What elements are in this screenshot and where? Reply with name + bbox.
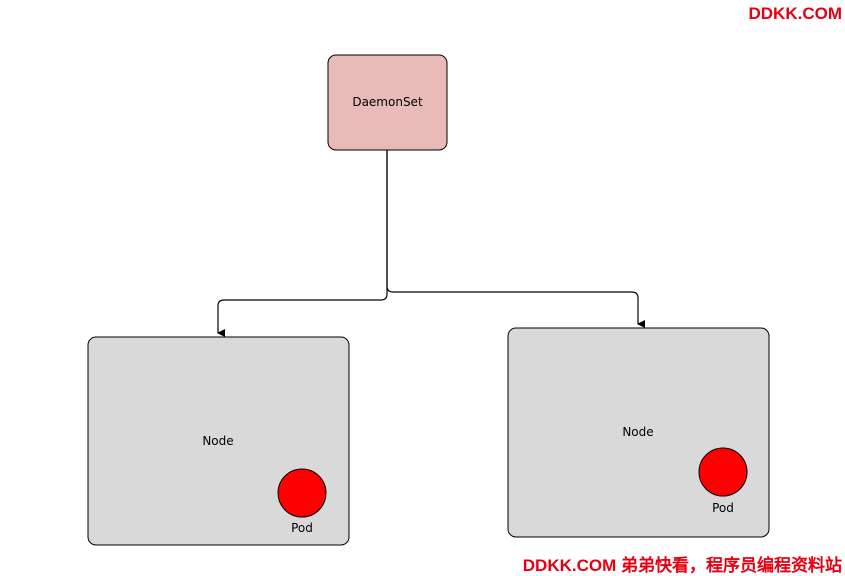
connector-right	[386, 150, 645, 328]
watermark-top: DDKK.COM	[748, 4, 843, 23]
daemonset-rect	[327, 54, 448, 151]
pod-circle-1	[277, 468, 327, 518]
pod-label-1: Pod	[291, 521, 313, 535]
watermark-bottom: DDKK.COM 弟弟快看，程序员编程资料站	[522, 556, 842, 575]
daemonset-label: DaemonSet	[352, 95, 423, 109]
pod-circle-2	[698, 447, 748, 497]
node-label-1: Node	[202, 434, 233, 448]
node-box-1: Node Pod	[87, 336, 350, 546]
daemonset-box: DaemonSet	[327, 54, 448, 151]
node-box-2: Node Pod	[507, 327, 770, 538]
node-label-2: Node	[622, 425, 653, 439]
pod-label-2: Pod	[712, 501, 734, 515]
connector-left	[217, 150, 388, 337]
